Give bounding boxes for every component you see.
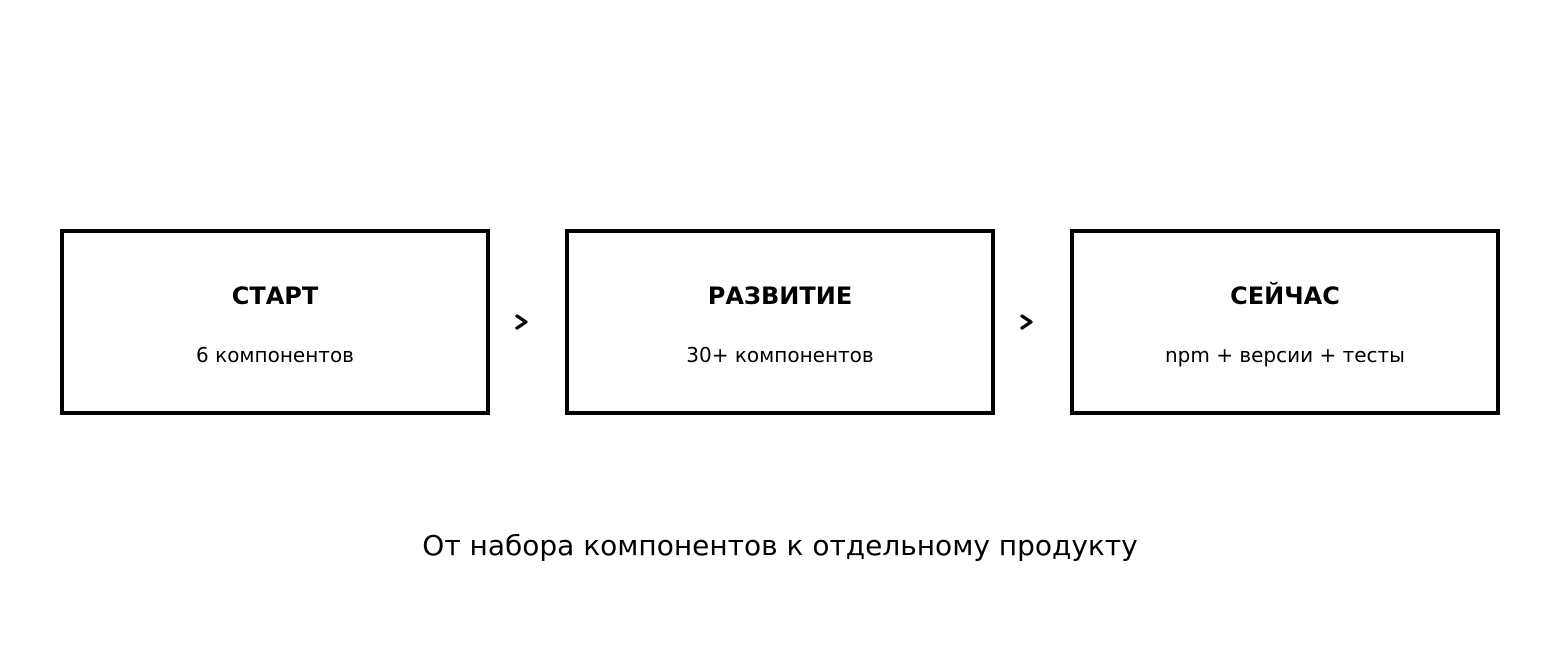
stage-title: СЕЙЧАС	[1230, 282, 1340, 310]
stage-box-development: РАЗВИТИЕ 30+ компонентов	[565, 229, 995, 415]
stage-box-now: СЕЙЧАС npm + версии + тесты	[1070, 229, 1500, 415]
chevron-right-icon	[515, 314, 528, 330]
diagram-caption: От набора компонентов к отдельному проду…	[422, 529, 1138, 562]
stage-title: РАЗВИТИЕ	[707, 282, 853, 310]
stage-title: СТАРТ	[231, 282, 319, 310]
chevron-right-icon	[1020, 314, 1033, 330]
stage-subtitle: npm + версии + тесты	[1165, 343, 1405, 367]
stage-box-start: СТАРТ 6 компонентов	[60, 229, 490, 415]
stage-subtitle: 6 компонентов	[196, 343, 354, 367]
stage-subtitle: 30+ компонентов	[686, 343, 874, 367]
